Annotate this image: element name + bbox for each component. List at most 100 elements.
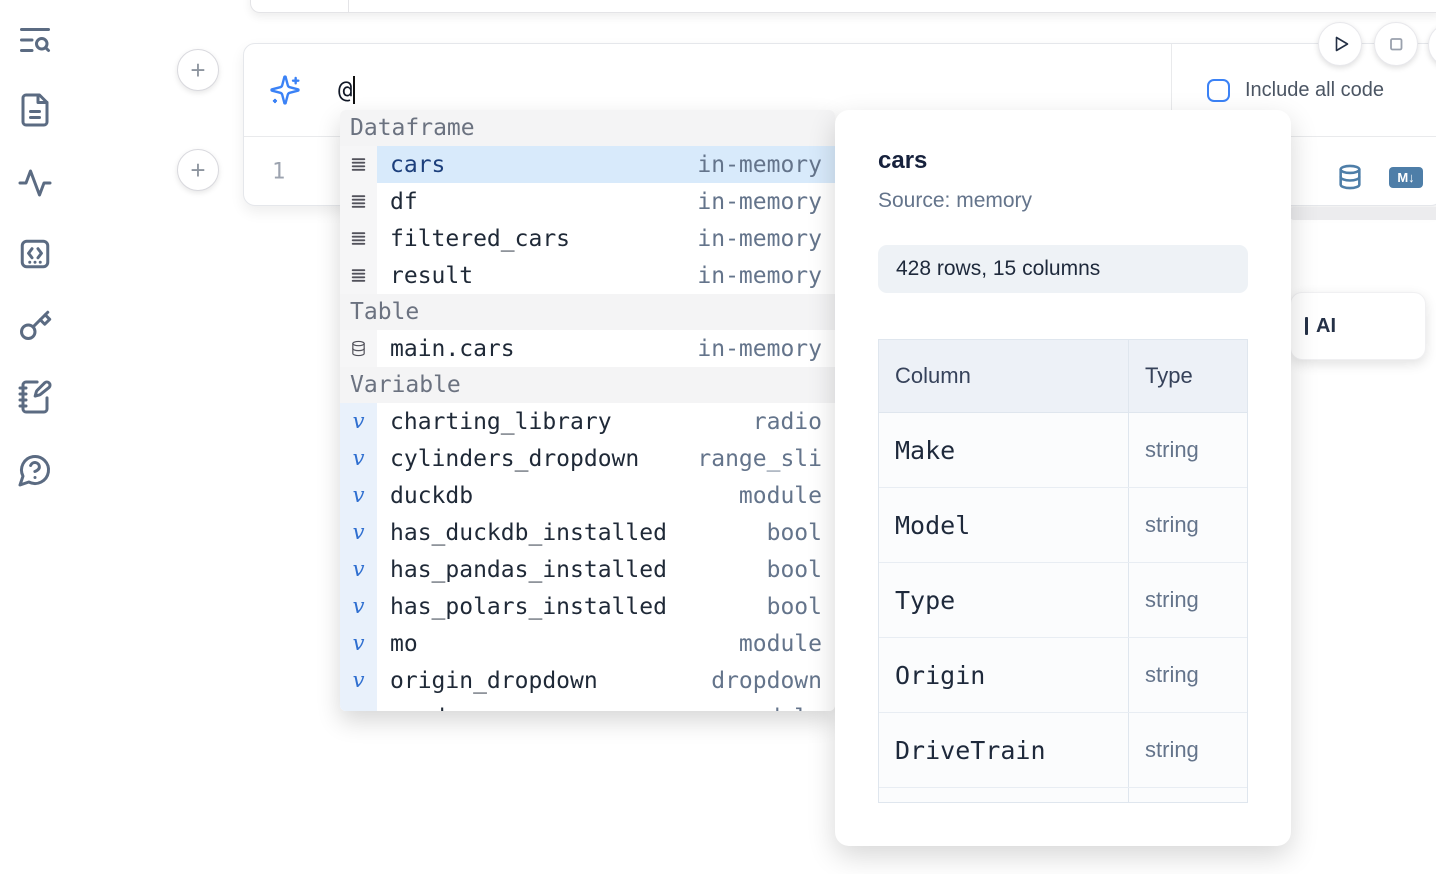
- column-type-cell: string: [1128, 562, 1247, 638]
- completion-item[interactable]: cars in-memory: [340, 146, 835, 183]
- run-cell-button[interactable]: [1318, 22, 1362, 66]
- key-icon[interactable]: [17, 307, 53, 343]
- include-all-code-checkbox[interactable]: [1207, 78, 1230, 102]
- add-cell-button-top[interactable]: +: [177, 49, 219, 91]
- completion-item[interactable]: filtered_cars in-memory: [340, 220, 835, 257]
- generate-ai-label: AI: [1305, 315, 1336, 338]
- completion-section-header: Table: [340, 294, 835, 330]
- output-bar-fragment: [1290, 207, 1436, 220]
- completion-item-type: in-memory: [697, 335, 822, 362]
- notebook-pen-icon[interactable]: [17, 379, 53, 415]
- column-name-cell: Origin: [879, 637, 1129, 713]
- completion-item-type: in-memory: [697, 225, 822, 252]
- column-type-cell: string: [1128, 412, 1247, 488]
- code-editor-row[interactable]: 1 M↓: [244, 137, 1436, 206]
- file-text-icon[interactable]: [17, 92, 53, 128]
- include-all-code-label: Include all code: [1245, 78, 1384, 101]
- completion-item-name: duckdb: [390, 482, 474, 509]
- completion-item-name: df: [390, 188, 418, 215]
- completion-item[interactable]: v has_polars_installed bool: [340, 588, 835, 625]
- divider: [1171, 44, 1172, 136]
- completion-item[interactable]: result in-memory: [340, 257, 835, 294]
- completion-item-name: filtered_cars: [390, 225, 571, 252]
- completion-item[interactable]: main.cars in-memory: [340, 330, 835, 367]
- completion-item-type: module: [739, 705, 835, 712]
- column-name-cell: Make: [879, 412, 1129, 488]
- column-type-cell: string: [1128, 712, 1247, 788]
- list-search-icon[interactable]: [17, 22, 53, 58]
- prompt-value: @: [338, 76, 353, 104]
- type-header: Type: [1128, 340, 1247, 413]
- preview-source: Source: memory: [878, 189, 1033, 212]
- activity-icon[interactable]: [17, 165, 53, 201]
- variable-icon: v: [340, 625, 377, 662]
- variable-icon: v: [340, 699, 377, 711]
- markdown-icon[interactable]: M↓: [1389, 167, 1423, 188]
- previous-cell-fragment: [250, 0, 1436, 13]
- completion-item-name: result: [390, 262, 474, 289]
- completion-item-name: cars: [390, 151, 446, 178]
- column-type-cell: string: [1128, 637, 1247, 713]
- schema-header-row: Column Type: [879, 340, 1247, 413]
- rows-icon: [340, 257, 377, 294]
- add-cell-button-bottom[interactable]: +: [177, 149, 219, 191]
- completion-item-name: has_pandas_installed: [390, 556, 667, 583]
- variable-icon: v: [340, 403, 377, 440]
- completion-item-name: cylinders_dropdown: [390, 445, 640, 472]
- completion-section-header: Variable: [340, 367, 835, 403]
- sparkles-icon: [269, 74, 301, 106]
- database-icon[interactable]: [1336, 163, 1364, 191]
- include-all-code-control: Include all code: [1207, 44, 1384, 136]
- code-snippets-icon[interactable]: [17, 236, 53, 272]
- completion-item[interactable]: df in-memory: [340, 183, 835, 220]
- completion-item-type: in-memory: [697, 151, 822, 178]
- completion-item-type: bool: [766, 519, 822, 546]
- column-name-cell: Model: [879, 487, 1129, 563]
- completion-section-header: Dataframe: [340, 110, 835, 146]
- completion-item-name: charting_library: [390, 408, 612, 435]
- variable-icon: v: [340, 551, 377, 588]
- completion-item-type: bool: [766, 593, 822, 620]
- completion-item-type: bool: [766, 556, 822, 583]
- column-name-cell: Type: [879, 562, 1129, 638]
- rows-icon: [340, 146, 377, 183]
- help-circle-icon[interactable]: [17, 452, 53, 488]
- shape-badge: 428 rows, 15 columns: [878, 245, 1248, 293]
- generate-ai-button[interactable]: AI: [1290, 292, 1426, 360]
- completion-item-name: has_polars_installed: [390, 593, 667, 620]
- completion-item[interactable]: vpandasmodule: [340, 699, 835, 711]
- rows-icon: [340, 183, 377, 220]
- column-name-cell: DriveTrain: [879, 712, 1129, 788]
- variable-icon: v: [340, 514, 377, 551]
- completion-item-type: in-memory: [697, 188, 822, 215]
- variable-icon: v: [340, 588, 377, 625]
- completion-item-type: range_sli: [697, 445, 822, 472]
- table-row-partial: [879, 787, 1247, 802]
- completion-item[interactable]: v charting_library radio: [340, 403, 835, 440]
- completion-item-type: in-memory: [697, 262, 822, 289]
- column-header: Column: [879, 340, 1129, 413]
- completion-item-type: radio: [752, 408, 822, 435]
- completion-item[interactable]: v has_pandas_installed bool: [340, 551, 835, 588]
- completion-item-name: main.cars: [390, 335, 515, 362]
- prompt-input[interactable]: @: [338, 76, 356, 104]
- preview-title: cars: [878, 147, 928, 174]
- dataframe-preview-panel: cars Source: memory 428 rows, 15 columns…: [835, 110, 1291, 846]
- stop-button[interactable]: [1374, 22, 1418, 66]
- completion-item-type: module: [738, 482, 822, 509]
- completion-item-name: origin_dropdown: [390, 667, 598, 694]
- line-number: 1: [272, 159, 286, 184]
- column-type-cell: string: [1128, 487, 1247, 563]
